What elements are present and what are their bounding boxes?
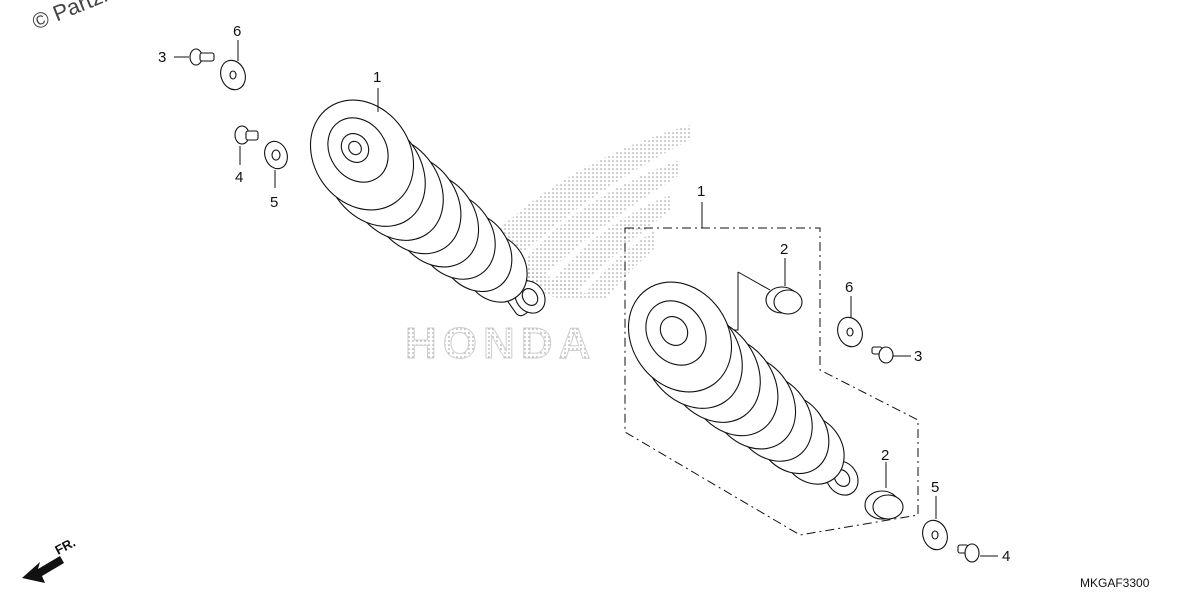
honda-brand-text: HONDA bbox=[405, 319, 596, 368]
callout-right-washer-bottom: 5 bbox=[931, 479, 939, 496]
assembly-boundary bbox=[624, 227, 919, 536]
callout-right-bolt: 3 bbox=[914, 348, 922, 365]
right-nut bbox=[957, 543, 980, 563]
callout-right-shock: 1 bbox=[697, 183, 705, 200]
right-bushing-bottom bbox=[864, 490, 904, 520]
left-washer-bottom bbox=[264, 140, 288, 170]
left-shock-absorber bbox=[309, 99, 546, 317]
callout-left-nut: 4 bbox=[235, 169, 243, 186]
right-washer-bottom bbox=[922, 519, 948, 551]
right-shock-absorber bbox=[627, 281, 859, 496]
callout-left-shock: 1 bbox=[373, 69, 381, 86]
callout-right-nut: 4 bbox=[1002, 548, 1010, 565]
front-direction-label: FR. bbox=[52, 535, 78, 558]
front-direction-arrow bbox=[22, 556, 64, 583]
callout-left-washer-top: 6 bbox=[233, 23, 241, 40]
callout-right-bushing-bottom: 2 bbox=[881, 447, 889, 464]
right-bolt bbox=[871, 346, 894, 364]
left-bolt bbox=[189, 48, 215, 66]
diagram-code: MKGAF3300 bbox=[1080, 576, 1150, 590]
right-washer-top bbox=[837, 316, 863, 348]
callout-left-bolt: 3 bbox=[158, 49, 166, 66]
callout-right-washer-top: 6 bbox=[845, 279, 853, 296]
callout-left-washer-bottom: 5 bbox=[270, 194, 278, 211]
left-nut bbox=[234, 125, 259, 145]
right-bushing-top bbox=[765, 286, 803, 315]
callout-right-bushing-top: 2 bbox=[780, 241, 788, 258]
left-washer-top bbox=[220, 59, 246, 91]
watermark-text: © Partzilla bbox=[29, 0, 132, 35]
